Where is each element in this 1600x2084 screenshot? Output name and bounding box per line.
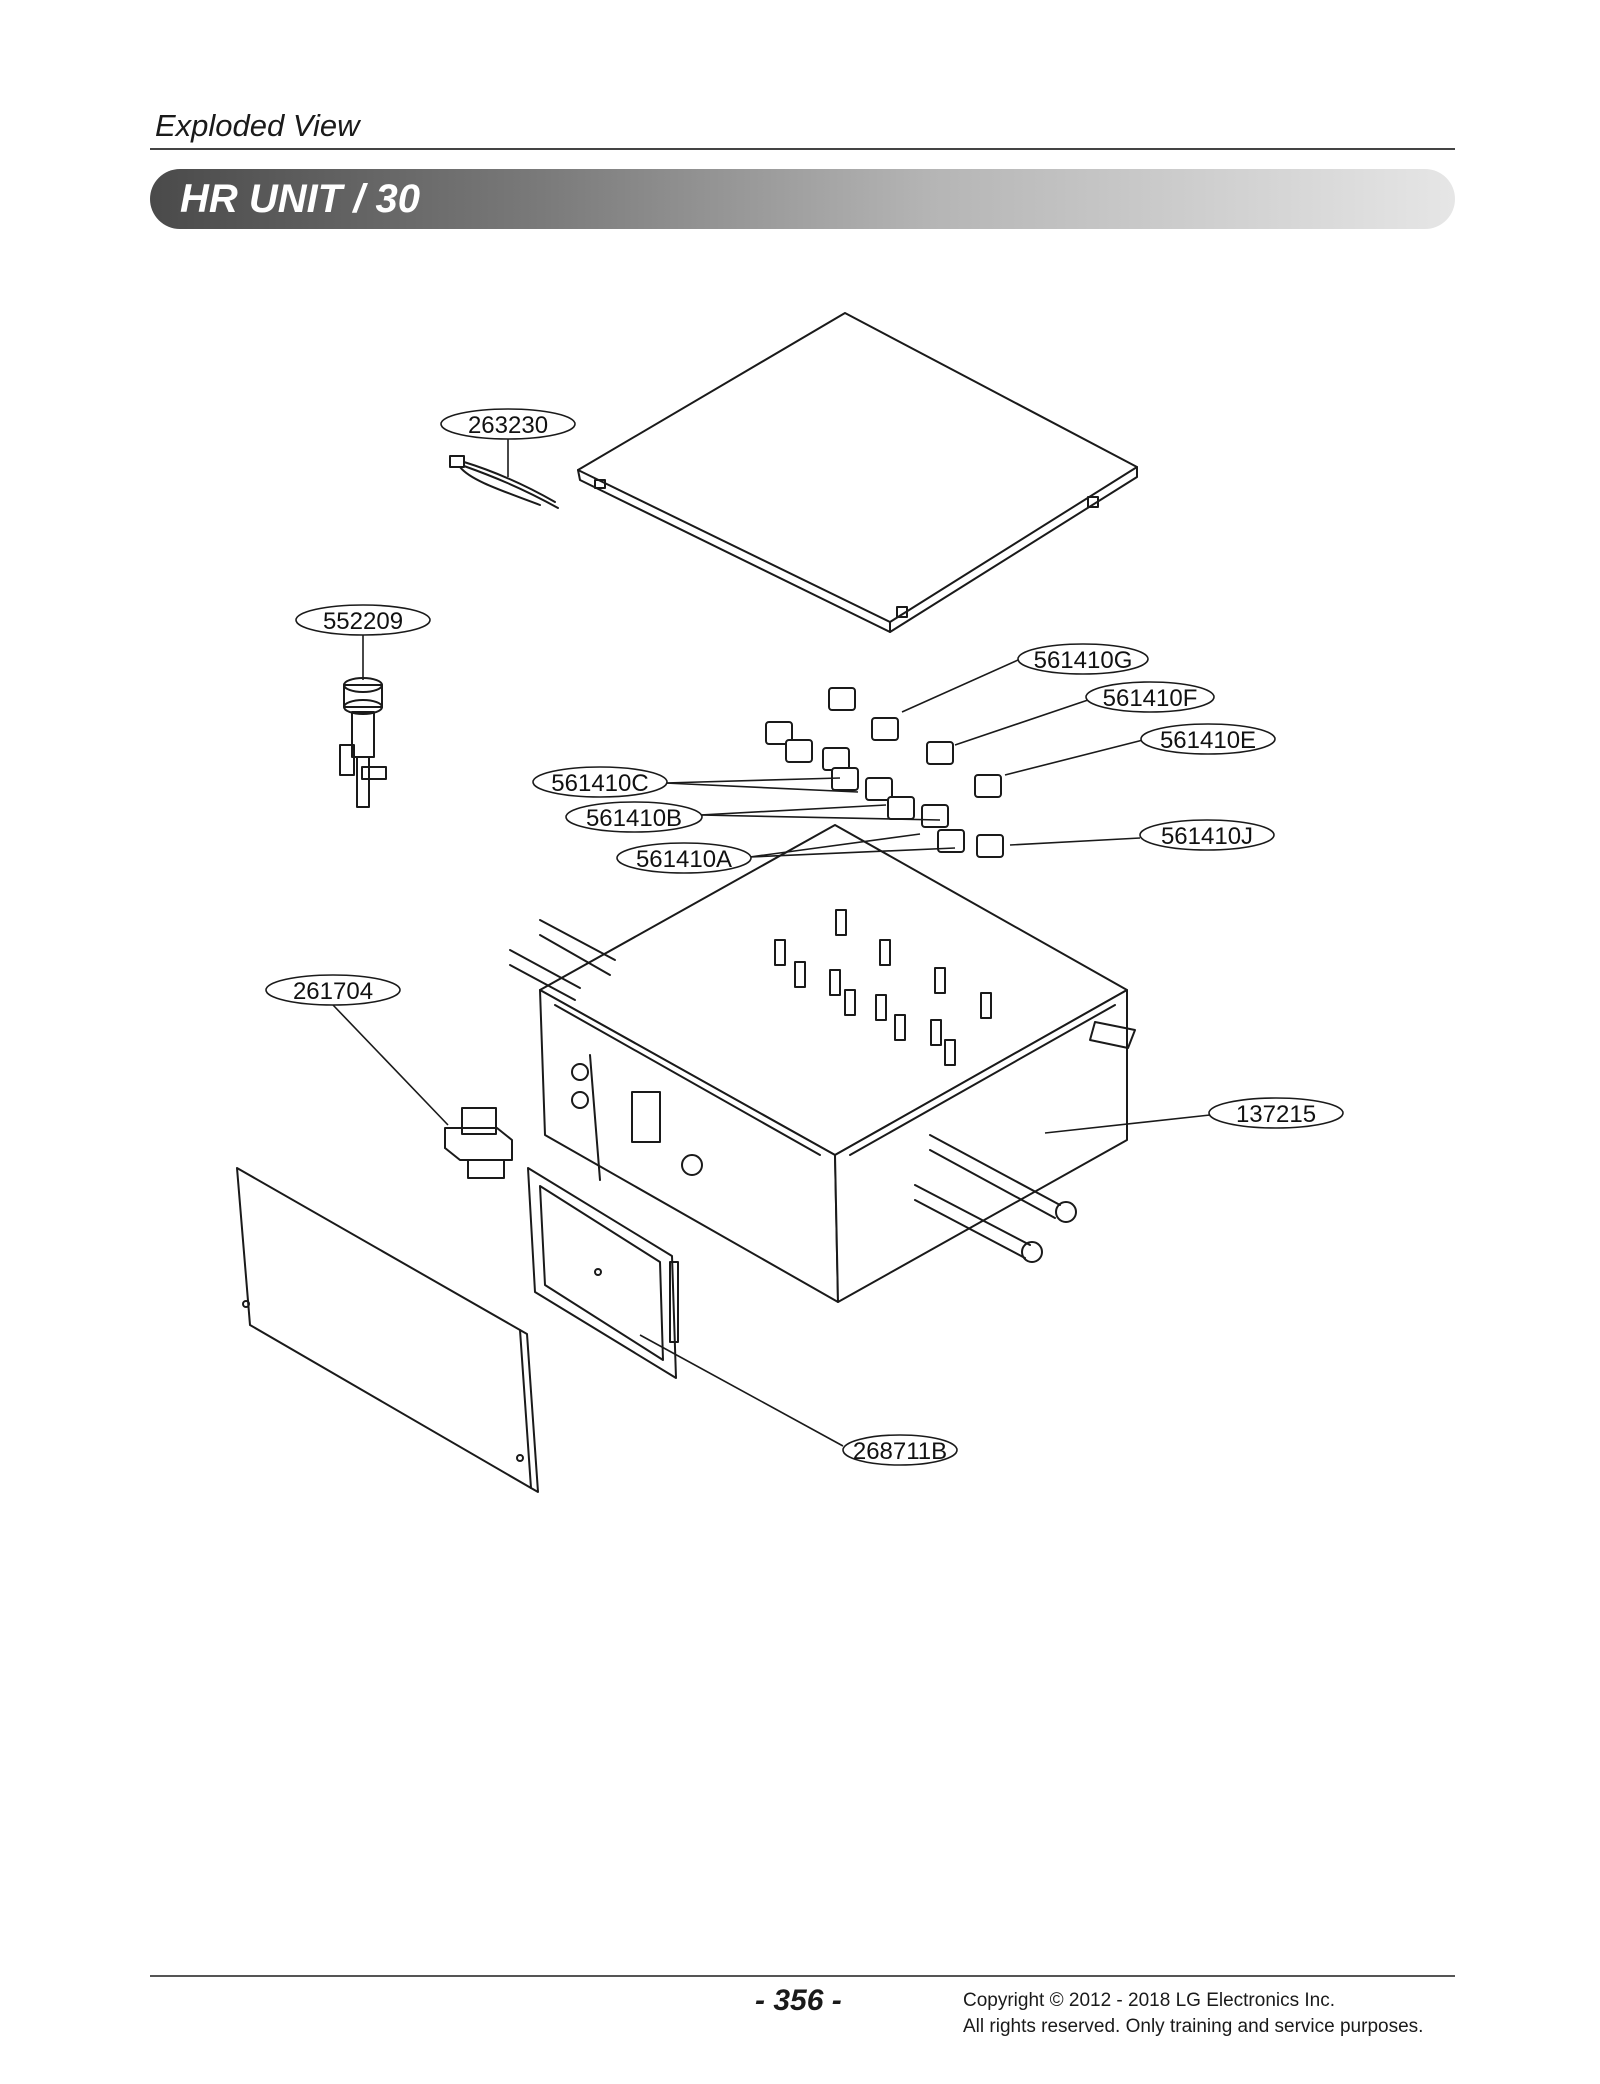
callout-261704: 261704 — [265, 974, 401, 1006]
callout-561410b: 561410B — [565, 801, 703, 833]
callout-552209: 552209 — [295, 604, 431, 636]
svg-text:263230: 263230 — [468, 412, 548, 439]
callout-268711b: 268711B — [842, 1434, 958, 1466]
callout-561410c: 561410C — [532, 766, 668, 798]
svg-text:552209: 552209 — [323, 608, 403, 635]
svg-text:561410C: 561410C — [551, 770, 648, 797]
callout-137215: 137215 — [1208, 1097, 1344, 1129]
valve-part — [339, 677, 387, 808]
page-number: - 356 - — [755, 1984, 842, 2017]
sensor-wire-part — [449, 455, 559, 509]
svg-text:137215: 137215 — [1236, 1101, 1316, 1128]
footer-rule — [150, 1975, 1455, 1977]
callout-263230: 263230 — [440, 408, 576, 440]
header-rule — [150, 148, 1455, 150]
callout-561410a: 561410A — [616, 842, 752, 874]
svg-text:561410G: 561410G — [1034, 647, 1133, 674]
top-cover-panel — [577, 312, 1138, 633]
copyright-line-1: Copyright © 2012 - 2018 LG Electronics I… — [963, 1990, 1336, 2011]
solenoid-coils — [765, 687, 1004, 858]
callout-561410j: 561410J — [1139, 819, 1275, 851]
main-chassis — [509, 824, 1136, 1303]
svg-text:261704: 261704 — [293, 978, 373, 1005]
callout-561410e: 561410E — [1140, 723, 1276, 755]
svg-text:268711B: 268711B — [853, 1438, 947, 1465]
title-banner: HR UNIT / 30 — [150, 169, 1455, 229]
section-label: Exploded View — [155, 108, 360, 143]
callout-leaders — [332, 439, 1211, 1447]
transformer-part — [444, 1107, 513, 1179]
svg-text:561410J: 561410J — [1161, 823, 1253, 850]
svg-text:561410B: 561410B — [586, 805, 682, 832]
copyright-notice: Copyright © 2012 - 2018 LG Electronics I… — [963, 1988, 1423, 2040]
copyright-line-2: All rights reserved. Only training and s… — [963, 2016, 1424, 2037]
callout-561410g: 561410G — [1017, 643, 1149, 675]
callouts: 263230 552209 561410G 561410F 561410E 56… — [265, 408, 1344, 1466]
side-panel — [236, 1167, 539, 1493]
control-box-cover — [527, 1167, 679, 1379]
svg-text:561410A: 561410A — [636, 846, 732, 873]
svg-text:561410E: 561410E — [1160, 727, 1256, 754]
page-title: HR UNIT / 30 — [180, 177, 421, 221]
callout-561410f: 561410F — [1085, 681, 1215, 713]
svg-text:561410F: 561410F — [1103, 685, 1198, 712]
